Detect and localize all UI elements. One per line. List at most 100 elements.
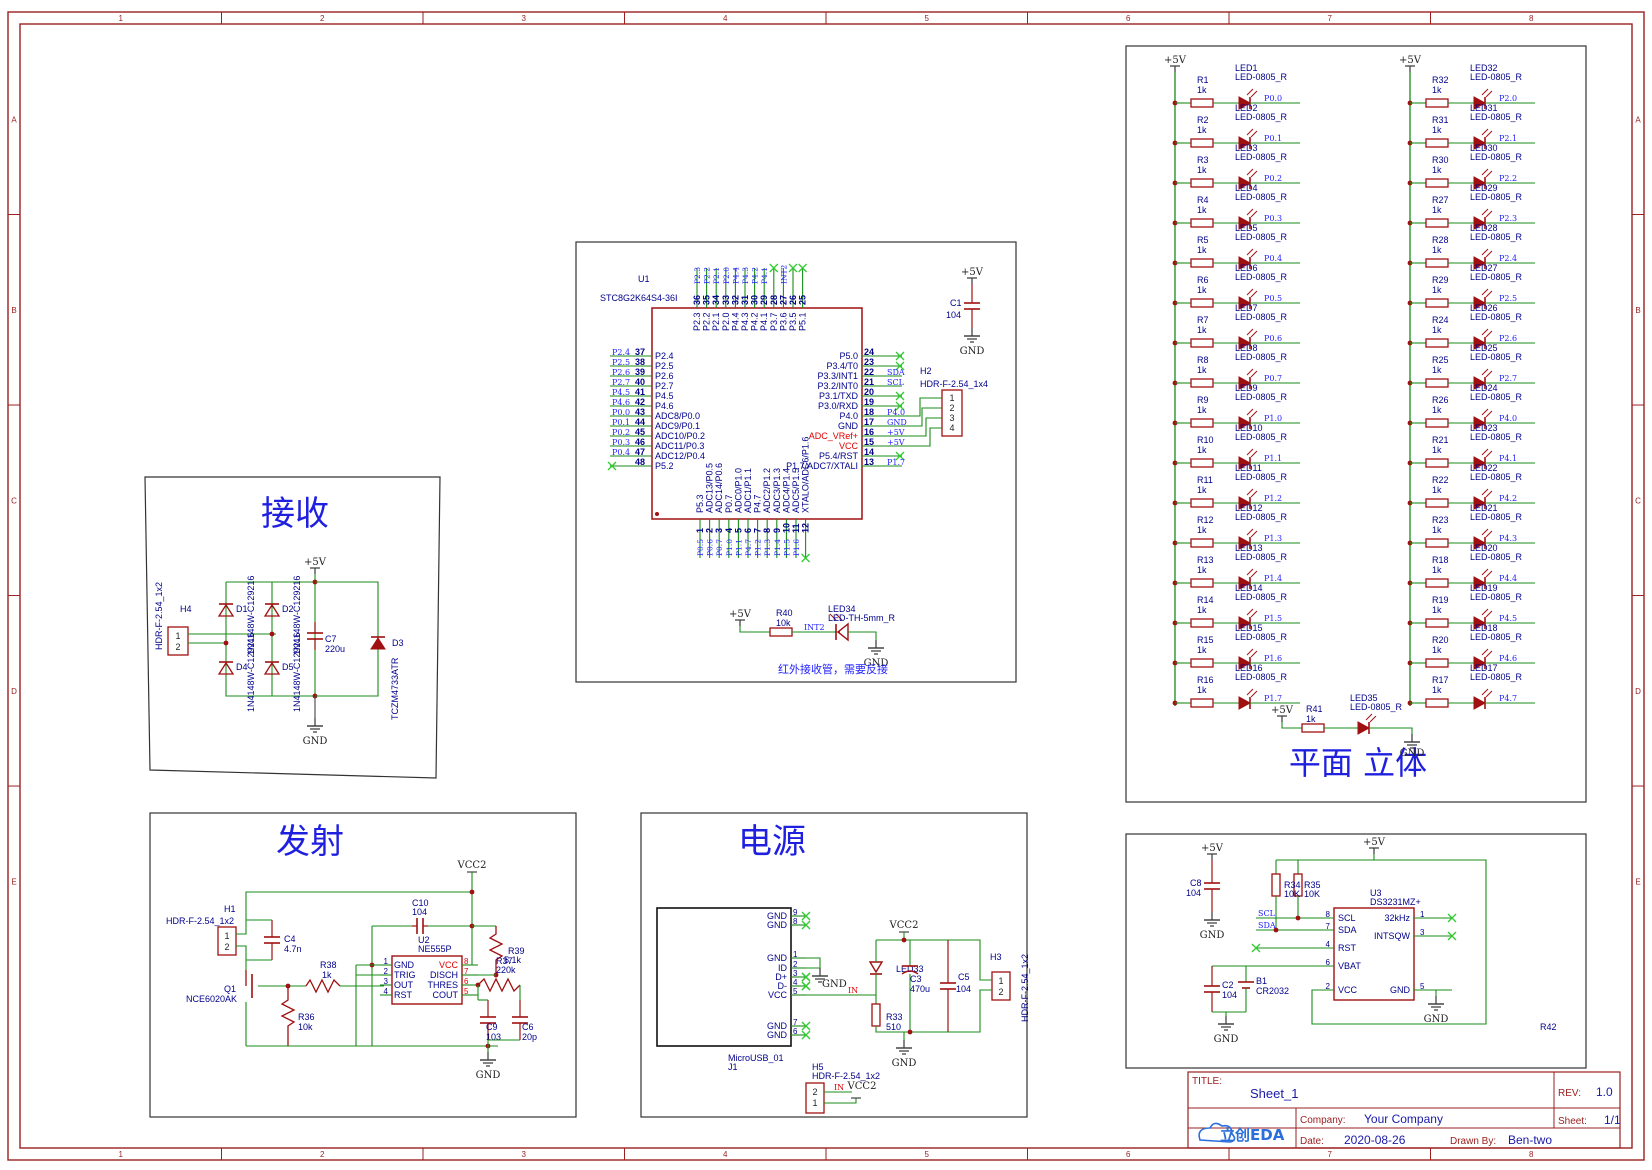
mcu-pin-number: 15	[864, 437, 874, 447]
u2-pin-name: VCC	[439, 960, 459, 970]
j1-pin-number: 5	[793, 987, 798, 996]
led-resistor-ref: R4	[1197, 195, 1209, 205]
mcu-net-label: P0.4	[612, 448, 630, 457]
led-part: LED-0805_R	[1235, 352, 1288, 362]
mcu-ref: U1	[638, 274, 650, 284]
mcu-pin-name: ADC_VRef+	[809, 431, 858, 441]
h1-pin-number: 2	[224, 942, 229, 952]
led-symbol	[1250, 130, 1258, 138]
diode-part: 1N4148W-C129216	[292, 576, 302, 655]
led-net-label: P1.6	[1264, 654, 1282, 663]
r38-ref: R38	[320, 960, 337, 970]
led-symbol	[1485, 170, 1493, 178]
led-symbol	[1485, 530, 1493, 538]
mcu-pin-number: 34	[711, 295, 721, 305]
led34-ref: LED34	[828, 604, 856, 614]
led-resistor-value: 1k	[1432, 165, 1442, 175]
sda-label: SDA	[1258, 921, 1276, 930]
u2-pin-number: 1	[384, 957, 389, 966]
led-resistor-value: 1k	[1197, 125, 1207, 135]
u2-pin-number: 8	[464, 957, 469, 966]
mcu-net-label: P4.5	[612, 388, 630, 397]
mcu-pin-number: 24	[864, 347, 874, 357]
led-ref: LED26	[1470, 303, 1498, 313]
led-resistor-value: 1k	[1197, 285, 1207, 295]
led-symbol	[1473, 576, 1487, 590]
h5-part: HDR-F-2.54_1x2	[812, 1071, 880, 1081]
led-symbol	[1246, 368, 1254, 376]
led-resistor-ref: R30	[1432, 155, 1449, 165]
frame-col-label: 3	[522, 14, 527, 23]
title-label: TITLE:	[1192, 1076, 1222, 1087]
led-symbol	[1246, 408, 1254, 416]
led-resistor-value: 1k	[1197, 645, 1207, 655]
frame-row-label: B	[1635, 306, 1640, 315]
led-resistor-ref: R8	[1197, 355, 1209, 365]
r39-value: 5.1k	[504, 955, 522, 965]
wire	[875, 1026, 948, 1033]
j1-pin-name: D+	[775, 972, 787, 982]
mcu-net-label: P0.1	[612, 418, 630, 427]
r38-resistor	[305, 978, 341, 994]
led-symbol	[1250, 410, 1258, 418]
led-resistor	[1425, 378, 1449, 388]
vcc-label: +5V	[961, 267, 984, 278]
u3-pin-number: 6	[1326, 958, 1331, 967]
u2-pin-number: 6	[464, 977, 469, 986]
led-resistor	[1425, 178, 1449, 188]
c1-value: 104	[946, 310, 961, 320]
frame-col-label: 8	[1529, 14, 1534, 23]
drawn-value: Ben-two	[1508, 1133, 1552, 1147]
led-symbol	[1238, 256, 1252, 270]
led-symbol	[1238, 416, 1252, 430]
mcu-pin-name: P2.4	[655, 351, 674, 361]
h2-wire	[902, 397, 942, 417]
led-net-label: P1.4	[1264, 574, 1282, 583]
led-symbol	[1481, 688, 1489, 696]
led-ref: LED2	[1235, 103, 1258, 113]
led-symbol	[1485, 130, 1493, 138]
mcu-pin-number: 22	[864, 367, 874, 377]
d3-zener	[370, 637, 386, 650]
led-resistor-ref: R29	[1432, 275, 1449, 285]
r37-value: 220k	[496, 965, 516, 975]
mcu-pin-name: P3.2/INT0	[817, 381, 858, 391]
c9-value: 103	[486, 1032, 501, 1042]
led-part: LED-0805_R	[1470, 112, 1523, 122]
no-connect-mark	[801, 911, 811, 921]
j1-pin-name: D-	[778, 981, 788, 991]
led-symbol	[1246, 248, 1254, 256]
no-connect-mark	[895, 401, 905, 411]
date-value: 2020-08-26	[1344, 1133, 1406, 1147]
led-resistor-value: 1k	[1197, 685, 1207, 695]
led-part: LED-0805_R	[1235, 592, 1288, 602]
mcu-pin-name: ADC13/P0.5	[705, 463, 715, 513]
led-resistor-value: 1k	[1197, 365, 1207, 375]
led-symbol	[1238, 616, 1252, 630]
c4-value: 4.7n	[284, 944, 302, 954]
led-ref: LED13	[1235, 543, 1263, 553]
j1-pin-name: GND	[767, 911, 788, 921]
wire	[824, 1098, 857, 1104]
h1-ref: H1	[224, 904, 236, 914]
led-symbol	[1481, 568, 1489, 576]
led-resistor	[1425, 618, 1449, 628]
gnd-label: GND	[1200, 930, 1225, 941]
mcu-net-label: P4.6	[612, 398, 630, 407]
led-net-label: P2.4	[1499, 254, 1517, 263]
led35-ref: LED35	[1350, 693, 1378, 703]
d4-diode	[217, 661, 235, 675]
led-resistor	[1425, 138, 1449, 148]
led-symbol	[1250, 210, 1258, 218]
no-connect-mark	[895, 361, 905, 371]
led-net-label: P0.4	[1264, 254, 1282, 263]
u2-pin-number: 2	[384, 967, 389, 976]
led-resistor	[1425, 338, 1449, 348]
led-resistor	[1190, 338, 1214, 348]
led-symbol	[1481, 528, 1489, 536]
mcu-pin-name: P5.2	[655, 461, 674, 471]
led-resistor-value: 1k	[1432, 485, 1442, 495]
mcu-net-label: P2.2	[703, 267, 712, 284]
frame-row-label: E	[1635, 877, 1640, 886]
frame-col-label: 4	[723, 1150, 728, 1159]
